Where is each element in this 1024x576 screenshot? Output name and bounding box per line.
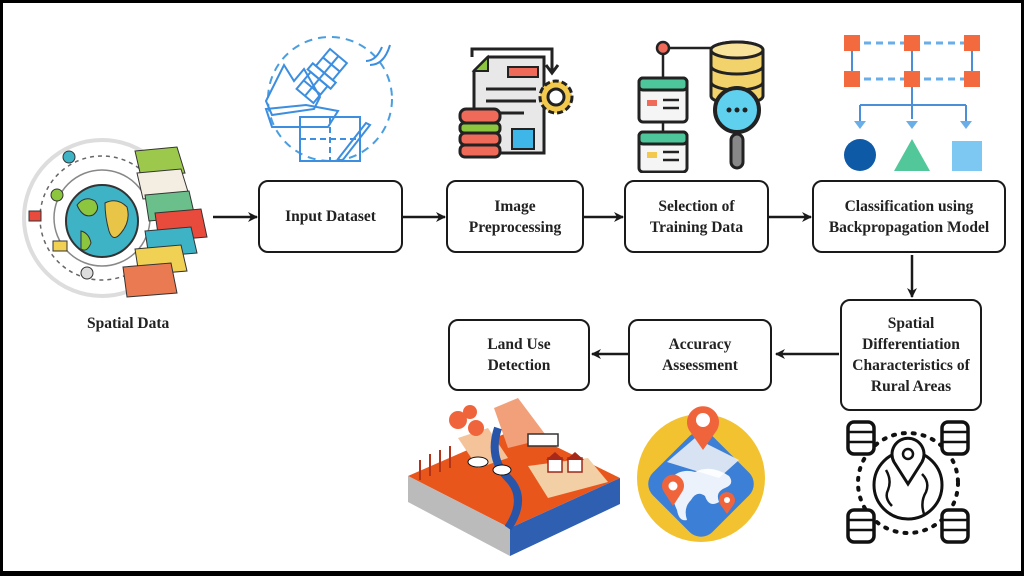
server-database-search-icon — [637, 40, 765, 173]
node-label: Selection of Training Data — [649, 197, 744, 236]
document-gear-icon — [458, 47, 574, 159]
satellite-map-icon — [264, 36, 393, 163]
edges — [213, 212, 917, 359]
node-label: Input Dataset — [285, 208, 376, 225]
node-classification: Classification using Backpropagation Mod… — [812, 180, 1006, 253]
rural-landscape-icon — [408, 398, 620, 556]
node-land-use-detection: Land Use Detection — [448, 319, 590, 391]
diagram-canvas: Input Dataset Image Preprocessing Select… — [3, 3, 1021, 571]
spatial-data-label: Spatial Data — [87, 315, 170, 332]
node-label: Spatial Differentiation Characteristics … — [852, 315, 970, 395]
node-accuracy-assessment: Accuracy Assessment — [628, 319, 772, 391]
node-label: Image Preprocessing — [468, 197, 562, 236]
node-label: Classification using Backpropagation Mod… — [828, 197, 990, 236]
world-map-pin-icon — [637, 406, 765, 542]
node-label: Accuracy Assessment — [662, 336, 738, 374]
node-label: Land Use Detection — [487, 336, 551, 374]
node-spatial-differentiation: Spatial Differentiation Characteristics … — [840, 299, 982, 411]
node-selection-training-data: Selection of Training Data — [624, 180, 769, 253]
globe-layers-icon — [22, 138, 208, 298]
node-image-preprocessing: Image Preprocessing — [446, 180, 584, 253]
classification-tree-icon — [844, 35, 982, 171]
globe-databases-icon — [846, 420, 970, 544]
node-input-dataset: Input Dataset — [258, 180, 403, 253]
